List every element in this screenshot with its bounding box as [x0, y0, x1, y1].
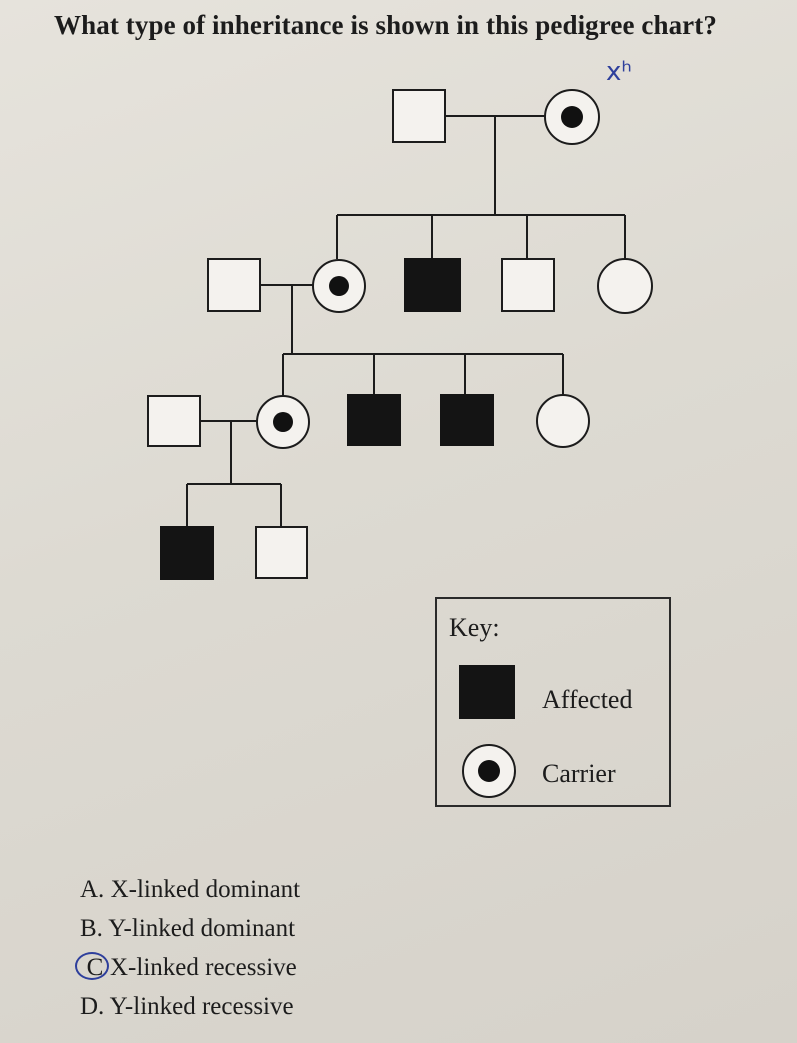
generation-4	[160, 484, 308, 580]
key-affected-label: Affected	[542, 685, 633, 714]
gen1-female-carrier	[544, 89, 600, 145]
key-affected-symbol	[459, 665, 515, 719]
circled-answer-mark: C	[75, 948, 110, 987]
gen1-male-unaffected	[392, 89, 446, 143]
answer-text: Y-linked dominant	[108, 915, 296, 942]
question-text: What type of inheritance is shown in thi…	[54, 10, 717, 40]
key-symbols	[459, 665, 516, 798]
pen-circle-icon	[75, 952, 109, 980]
handwritten-note: xʰ	[606, 57, 632, 87]
answer-option-a[interactable]: A. X-linked dominant	[80, 870, 300, 909]
key-carrier-label: Carrier	[542, 759, 616, 788]
answer-text: X-linked recessive	[110, 954, 297, 981]
key-carrier-symbol	[462, 744, 516, 798]
answer-option-c[interactable]: C X-linked recessive	[75, 948, 300, 987]
gen4-male-affected	[160, 526, 214, 580]
generation-3	[147, 354, 590, 485]
answer-letter: A.	[80, 876, 105, 903]
answer-option-d[interactable]: D. Y-linked recessive	[80, 987, 300, 1026]
gen3-spouse-male-unaffected	[147, 395, 201, 447]
answer-text: Y-linked recessive	[109, 993, 294, 1020]
gen2-female-carrier	[312, 259, 366, 313]
answer-text: X-linked dominant	[110, 876, 301, 903]
gen3-female-unaffected	[536, 394, 590, 448]
answer-option-b[interactable]: B. Y-linked dominant	[80, 909, 300, 948]
key-title: Key:	[449, 613, 500, 642]
answer-list: A. X-linked dominant B. Y-linked dominan…	[75, 870, 300, 1026]
gen3-male-affected-2	[440, 394, 494, 446]
gen4-male-unaffected	[255, 526, 308, 579]
gen3-male-affected-1	[347, 394, 401, 446]
gen2-female-unaffected	[597, 258, 653, 314]
gen2-male-unaffected	[501, 258, 555, 312]
answer-letter: D.	[80, 993, 105, 1020]
generation-2	[207, 215, 653, 355]
gen2-male-affected	[404, 258, 461, 312]
gen3-female-carrier	[256, 395, 310, 449]
gen2-spouse-male-unaffected	[207, 258, 261, 312]
generation-1: xʰ	[337, 57, 632, 216]
answer-letter: B.	[80, 915, 103, 942]
key-legend: Key: Affected Carrier	[435, 597, 671, 807]
